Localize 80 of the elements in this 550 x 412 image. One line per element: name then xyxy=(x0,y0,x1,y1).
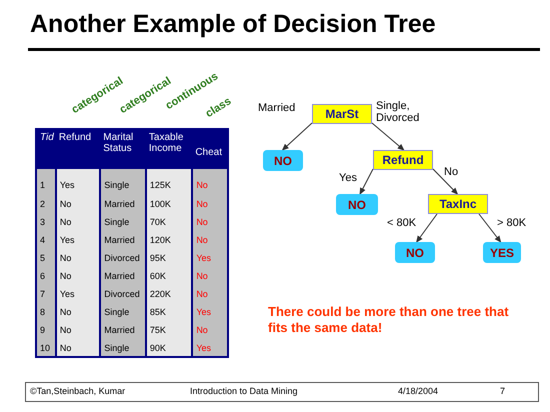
table-cell: 5 xyxy=(36,249,56,267)
leaf-box: NO xyxy=(263,150,303,171)
class-cell: Yes xyxy=(192,339,228,357)
edge-label: No xyxy=(444,166,458,178)
table-cell: 220K xyxy=(146,285,192,303)
table-cell: 100K xyxy=(146,195,192,213)
class-cell: Yes xyxy=(192,249,228,267)
class-cell: No xyxy=(192,267,228,285)
decision-box: MarSt xyxy=(312,104,372,124)
class-cell: Yes xyxy=(192,303,228,321)
table-cell: 90K xyxy=(146,339,192,357)
leaf-box: YES xyxy=(483,242,521,263)
table-cell: 9 xyxy=(36,321,56,339)
table-cell: 95K xyxy=(146,249,192,267)
footer-text: 7 xyxy=(500,386,506,396)
class-cell: No xyxy=(192,213,228,231)
table-cell: 125K xyxy=(146,169,192,195)
table-cell: 60K xyxy=(146,267,192,285)
column-header: Cheat xyxy=(192,129,228,169)
table-cell: 1 xyxy=(36,169,56,195)
decision-box: Refund xyxy=(373,150,433,170)
table-cell: No xyxy=(56,213,100,231)
table-cell: 3 xyxy=(36,213,56,231)
class-cell: No xyxy=(192,169,228,195)
table-cell: 7 xyxy=(36,285,56,303)
decision-box: TaxInc xyxy=(428,194,488,214)
column-header: Tid xyxy=(36,129,56,169)
footer-text: 4/18/2004 xyxy=(398,386,438,396)
class-cell: No xyxy=(192,285,228,303)
table-cell: Yes xyxy=(56,285,100,303)
table-cell: 4 xyxy=(36,231,56,249)
table-cell: Married xyxy=(100,195,146,213)
table-cell: 8 xyxy=(36,303,56,321)
table-cell: Yes xyxy=(56,169,100,195)
table-cell: 85K xyxy=(146,303,192,321)
leaf-box: NO xyxy=(395,242,435,263)
edge-label: < 80K xyxy=(387,217,416,229)
table-cell: Married xyxy=(100,321,146,339)
footer-text: ©Tan,Steinbach, Kumar xyxy=(30,386,126,396)
table-cell: No xyxy=(56,339,100,357)
table-cell: Divorced xyxy=(100,285,146,303)
table-cell: 120K xyxy=(146,231,192,249)
arrow xyxy=(478,214,502,243)
table-cell: Single xyxy=(100,213,146,231)
table-cell: No xyxy=(56,303,100,321)
table-cell: No xyxy=(56,249,100,267)
slide-title: Another Example of Decision Tree xyxy=(30,10,436,39)
edge-label: Yes xyxy=(339,172,357,184)
class-cell: No xyxy=(192,231,228,249)
edge-label: > 80K xyxy=(497,217,526,229)
table-cell: Single xyxy=(100,169,146,195)
arrow xyxy=(282,122,312,151)
table-cell: Yes xyxy=(56,231,100,249)
arrow xyxy=(416,214,438,243)
column-header: Marital Status xyxy=(100,129,146,169)
note-text: There could be more than one tree that fits the same data! xyxy=(268,304,510,336)
table-cell: Single xyxy=(100,339,146,357)
column-header: Taxable Income xyxy=(146,129,192,169)
arrow xyxy=(360,168,374,195)
table-cell: 6 xyxy=(36,267,56,285)
arrow xyxy=(372,122,405,151)
column-header: Refund xyxy=(56,129,100,169)
table-cell: Single xyxy=(100,303,146,321)
footer-text: Introduction to Data Mining xyxy=(190,386,298,396)
table-cell: 10 xyxy=(36,339,56,357)
edge-label: Married xyxy=(258,102,296,114)
class-cell: No xyxy=(192,195,228,213)
class-cell: No xyxy=(192,321,228,339)
table-cell: Married xyxy=(100,231,146,249)
table-cell: No xyxy=(56,321,100,339)
edge-label: Single, Divorced xyxy=(376,100,420,124)
table-cell: 2 xyxy=(36,195,56,213)
table-cell: 75K xyxy=(146,321,192,339)
table-cell: Divorced xyxy=(100,249,146,267)
table-cell: Married xyxy=(100,267,146,285)
leaf-box: NO xyxy=(336,194,378,215)
table-cell: No xyxy=(56,267,100,285)
table-cell: 70K xyxy=(146,213,192,231)
arrow xyxy=(432,168,458,195)
table-cell: No xyxy=(56,195,100,213)
